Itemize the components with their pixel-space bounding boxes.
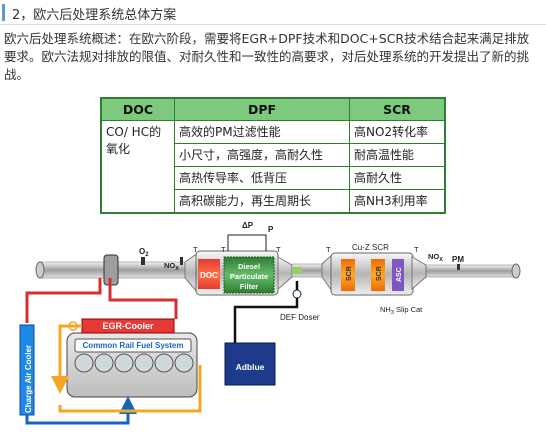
scr-cell: 高耐久性 [349,166,446,190]
scr-block-1 [341,259,355,291]
section-header: 2，欧六后处理系统总体方案 [0,0,546,26]
aftertreatment-diagram: DOC Diesel Particulate Filter SCR SCR AS… [19,221,521,425]
scr-cell: 高NO2转化率 [349,120,446,144]
egr-cooler-label: EGR-Cooler [102,321,154,331]
nox-sensor-right-label: NOX [428,252,443,263]
intro-paragraph: 欧六后处理系统概述：在欧六阶段，需要将EGR+DPF技术和DOC+SCR技术结合… [4,31,530,82]
pressure-label: P [268,225,274,234]
col-header-dpf: DPF [174,97,350,121]
egr-return-arrow [51,324,82,394]
table-row: 小尺寸，高强度，高耐久性 耐高温性能 [101,143,446,167]
temp-sensor-1-label: T [193,245,198,254]
def-doser-label: DEF Doser [280,313,320,322]
delta-p-line [227,234,267,251]
dpf-cell: 高热传导率、低背压 [174,166,350,190]
intake-feed-path [58,365,202,413]
intake-air-path [25,278,102,323]
scr-label-2: SCR [376,266,383,281]
canister-outlet-cone [277,256,293,291]
table-row: 高热传导率、低背压 高耐久性 [101,166,446,190]
table-row: CO/ HC的氧化 高效的PM过滤性能 高NO2转化率 [100,120,446,214]
def-mixer [292,267,302,274]
temp-sensor-3-label: T [276,245,281,254]
dpf-label-line3: Filter [240,282,258,291]
scr-outlet-cone [411,256,427,291]
dpf-cell: 小尺寸，高强度，高耐久性 [174,143,350,167]
nox-sensor-left [180,257,183,265]
pipe-inlet-end [35,261,45,279]
asc-block [392,259,404,291]
pm-sensor [457,264,460,270]
delta-p-label: ΔP [242,221,254,230]
section-marker [2,4,5,21]
scr-cell: 高NH3利用率 [349,189,446,214]
comparison-table: DOC DPF SCR CO/ HC的氧化 高效的PM过滤性能 高NO2转化率 … [100,97,446,214]
egr-path [108,278,178,319]
doc-cell: CO/ HC的氧化 [100,120,175,214]
dpf-cell: 高积碳能力，再生周期长 [174,189,350,214]
dpf-cell: 高效的PM过滤性能 [174,120,350,144]
o2-sensor-label: O2 [139,247,149,258]
table-header-row: DOC DPF SCR [100,97,446,121]
col-header-doc: DOC [100,97,175,121]
nh3-slip-cat-label: NH3 Slip Cat [380,305,423,316]
dpf-block [223,256,275,294]
dpf-label-line1: Diesel [238,262,260,271]
adblue-tank [224,342,276,386]
pipe-outlet-end [511,263,521,279]
nox-sensor-left-label: NOX [164,261,179,272]
engine-cylinders [74,353,194,373]
o2-sensor [141,257,145,265]
doc-label: DOC [200,271,218,280]
pm-sensor-label: PM [452,255,464,264]
scr-block-2 [371,259,385,291]
doc-block [198,259,220,289]
table-row: 高积碳能力，再生周期长 高NH3利用率 [101,189,446,214]
col-header-scr: SCR [349,97,446,121]
def-doser-valve [292,289,302,299]
header-divider [0,24,546,25]
outlet-pipe [425,264,517,278]
dpf-label-line2: Particulate [230,272,268,281]
asc-label: ASC [396,267,403,282]
cuz-scr-label: Cu-Z SCR [352,243,389,252]
charge-air-cooler-label: Charge Air Cooler [24,345,33,413]
def-line [233,281,299,345]
common-rail-label: Common Rail Fuel System [83,341,184,350]
common-rail-box [74,338,192,353]
adblue-label: Adblue [236,362,265,372]
cooled-air-path [25,396,137,425]
temp-sensor-4-label: T [326,245,331,254]
temp-sensor-2-label: T [221,245,226,254]
temp-sensor-5-label: T [414,245,419,254]
scr-cell: 耐高温性能 [349,143,446,167]
section-title: 2，欧六后处理系统总体方案 [12,8,177,23]
scr-label-1: SCR [346,266,353,281]
